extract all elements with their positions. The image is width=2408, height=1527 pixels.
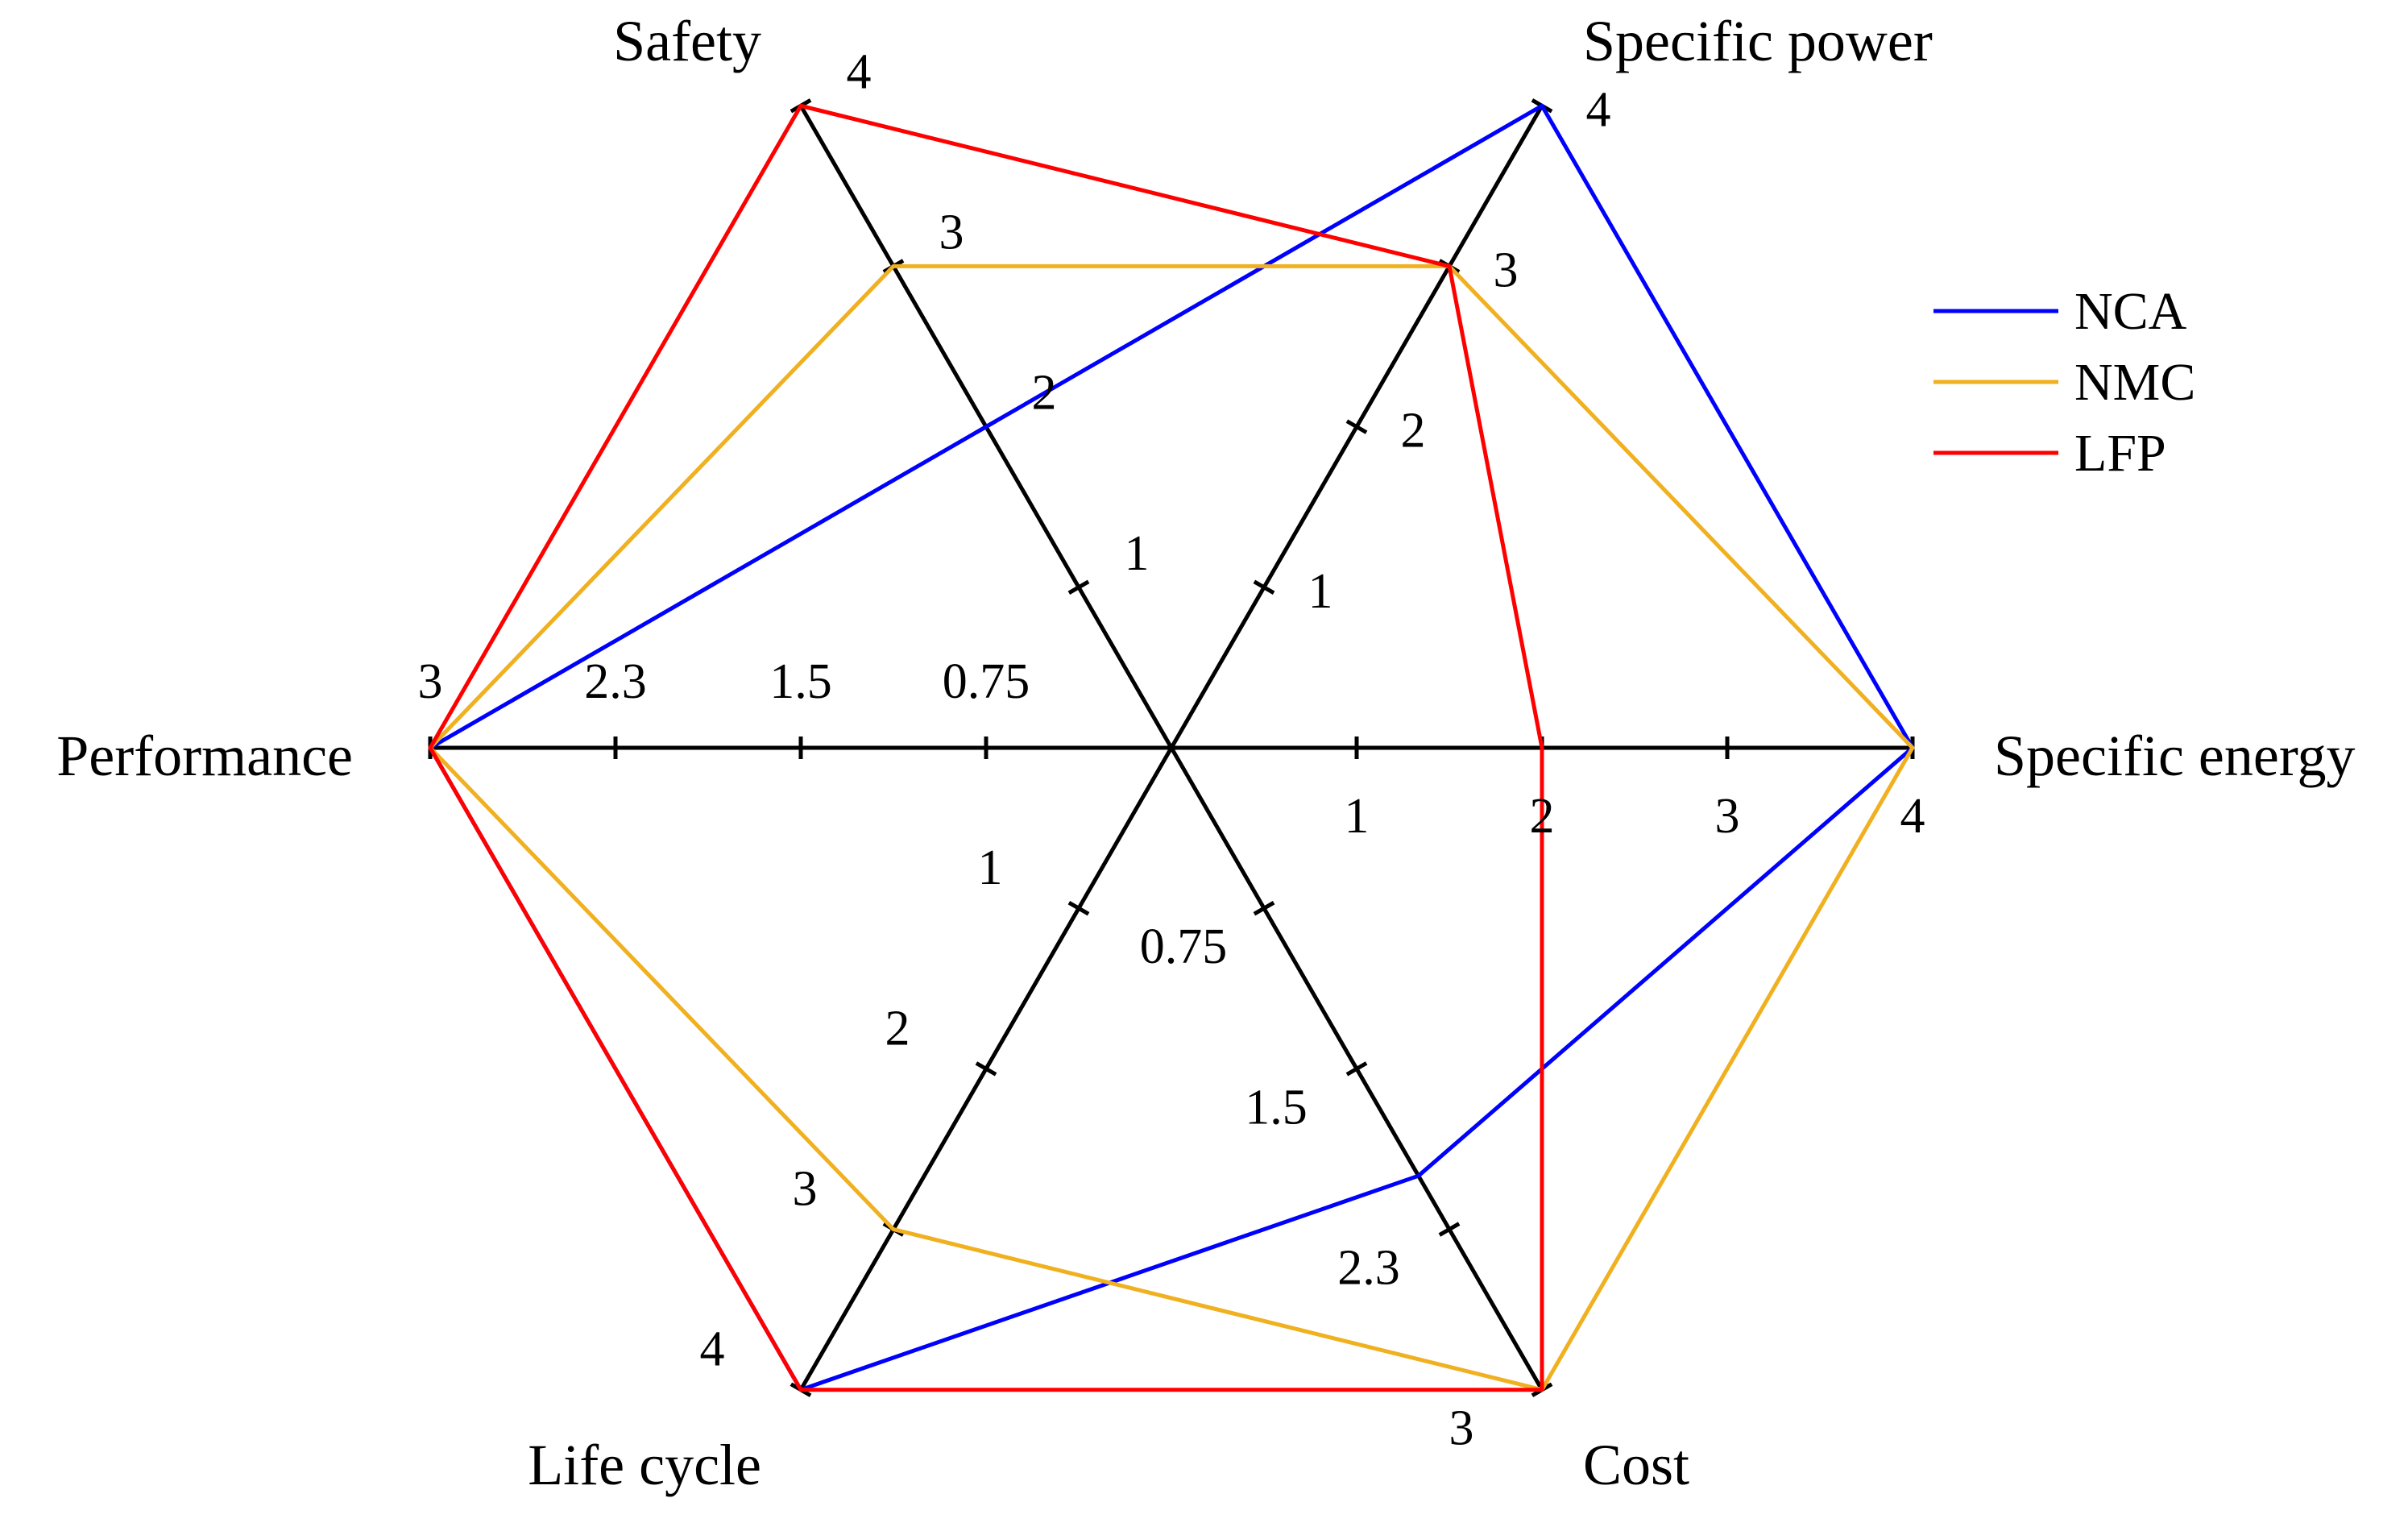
tick-label-cost-4: 3 [1449,1401,1474,1456]
axis-title-life-cycle: Life cycle [528,1433,761,1497]
tick-label-specific-energy-3: 3 [1715,789,1740,844]
legend-label-lfp: LFP [2074,424,2166,483]
tick-label-specific-energy-4: 4 [1900,789,1925,844]
tick-label-specific-power-3: 3 [1494,243,1519,297]
tick-mark-safety-1 [1067,579,1090,595]
tick-mark-cost-1 [1253,901,1275,916]
tick-label-safety-2: 2 [1032,366,1057,421]
tick-mark-cost-3 [1438,1222,1461,1237]
series-line-nmc [428,263,1915,1392]
tick-label-performance-2: 1.5 [769,654,832,709]
tick-label-cost-1: 0.75 [1140,919,1228,974]
legend-label-nca: NCA [2074,282,2187,341]
tick-label-performance-3: 2.3 [584,654,647,709]
tick-mark-cost-2 [1345,1061,1368,1077]
tick-label-specific-power-4: 4 [1586,82,1611,137]
tick-label-specific-power-1: 1 [1308,564,1333,619]
tick-label-specific-power-2: 2 [1401,404,1426,459]
tick-label-safety-3: 3 [939,205,964,259]
axis-title-safety: Safety [613,9,761,73]
tick-label-safety-1: 1 [1125,526,1150,581]
axis-title-performance: Performance [56,724,353,788]
axes-layer [428,98,1915,1397]
legend: NCA NMC LFP [1933,282,2195,483]
tick-label-performance-1: 0.75 [943,654,1030,709]
tick-label-life-cycle-3: 3 [793,1162,818,1217]
series-layer [428,103,1915,1392]
tick-label-safety-4: 4 [847,44,872,99]
legend-label-nmc: NMC [2074,353,2195,412]
tick-mark-specific-power-1 [1253,579,1275,595]
axis-title-cost: Cost [1583,1433,1689,1497]
tick-label-specific-energy-1: 1 [1345,789,1370,844]
tick-label-specific-energy-2: 2 [1530,789,1555,844]
tick-label-life-cycle-1: 1 [978,840,1003,895]
tick-mark-specific-power-2 [1345,419,1368,434]
tick-label-life-cycle-2: 2 [885,1001,910,1056]
tick-label-cost-2: 1.5 [1245,1080,1308,1135]
tick-label-performance-4: 3 [418,654,443,709]
tick-label-cost-3: 2.3 [1337,1241,1400,1296]
axis-title-specific-energy: Specific energy [1994,724,2356,788]
tick-mark-life-cycle-1 [1067,901,1090,916]
tick-mark-life-cycle-2 [975,1061,997,1077]
series-line-lfp [428,103,1544,1392]
axis-title-specific-power: Specific power [1583,9,1933,73]
tick-label-life-cycle-4: 4 [700,1322,725,1377]
